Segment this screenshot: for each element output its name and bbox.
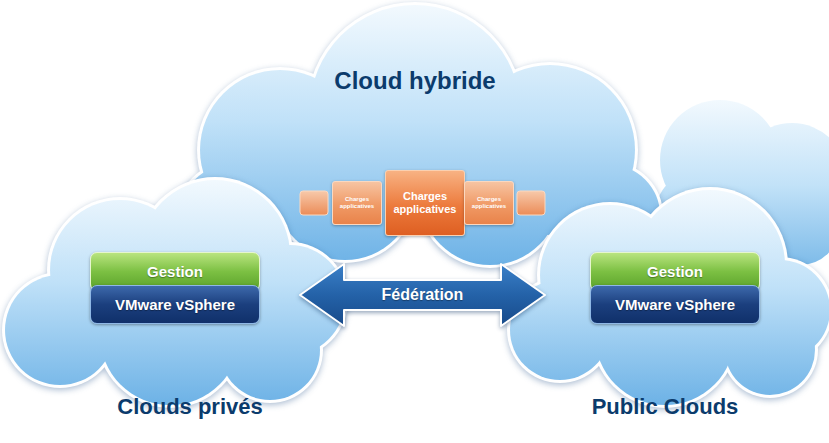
layer-label: VMware vSphere — [115, 296, 235, 313]
cloud-rim — [507, 187, 829, 408]
cloud-region: Clouds privésGestionVMware vSphere — [0, 200, 300, 400]
federation-arrow — [300, 264, 545, 326]
cloud-body — [510, 190, 829, 405]
layer-label: Gestion — [147, 263, 203, 280]
workload-block — [300, 191, 328, 215]
cloud-body — [5, 180, 345, 405]
title-holder: Public Clouds — [585, 396, 745, 417]
cloud-rim — [2, 177, 348, 408]
workload-block — [517, 191, 545, 215]
workload-box: Charges applicatives — [464, 181, 514, 225]
workload-box: Charges applicatives — [332, 181, 382, 225]
title-holder: Clouds privés — [110, 396, 270, 417]
workload-label: Charges applicatives — [333, 196, 381, 210]
layer-bar: VMware vSphere — [90, 285, 260, 324]
edge-label-holder: Fédération — [343, 285, 503, 305]
layer-label: VMware vSphere — [615, 296, 735, 313]
layer-label: Gestion — [647, 263, 703, 280]
workload-label: Charges applicatives — [386, 190, 464, 215]
title-holder: Cloud hybride — [330, 68, 500, 94]
layer-bar: VMware vSphere — [590, 285, 760, 324]
workload-label: Charges applicatives — [465, 196, 513, 210]
cloud-title: Cloud hybride — [330, 68, 500, 94]
cloud-region: Public CloudsGestionVMware vSphere — [545, 205, 829, 405]
cloud-title: Public Clouds — [585, 396, 745, 417]
workload-box: Charges applicatives — [385, 170, 465, 236]
cloud-title: Clouds privés — [110, 396, 270, 417]
edge-label: Fédération — [343, 285, 503, 305]
